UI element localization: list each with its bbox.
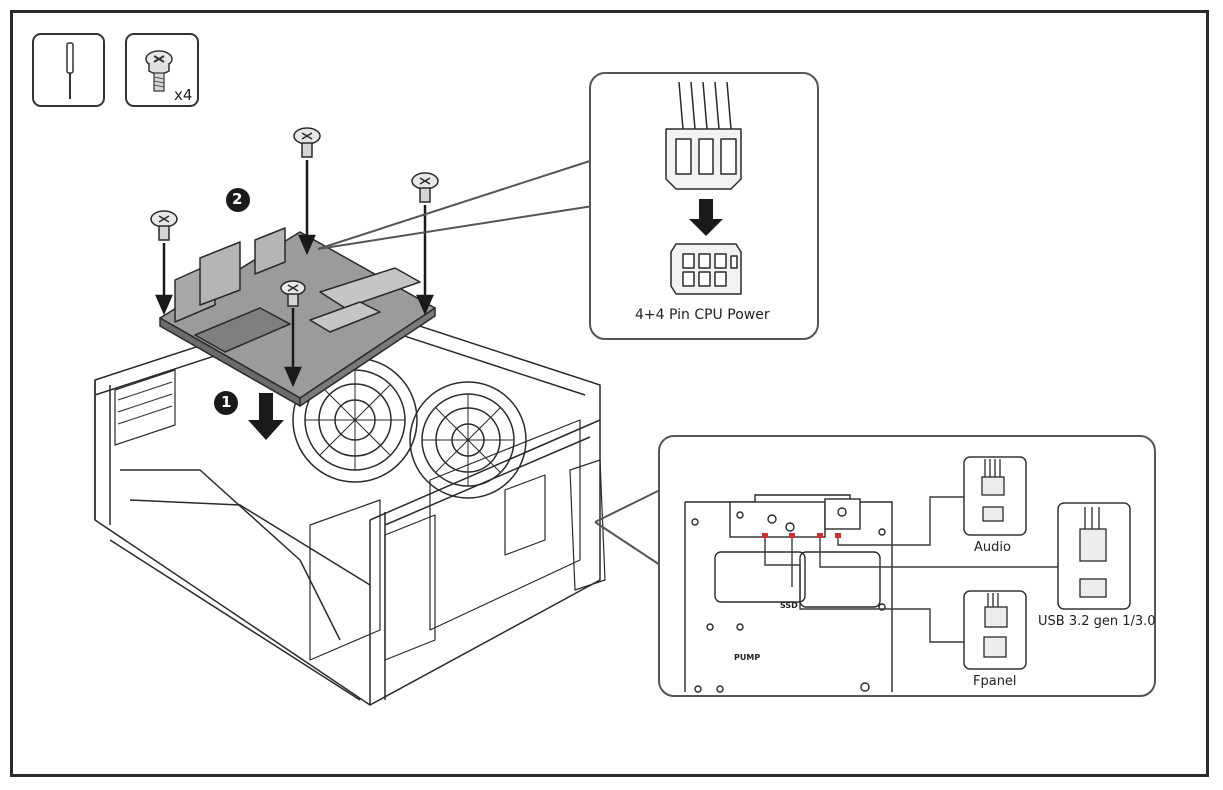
step-badge-2 (226, 188, 250, 212)
audio-label: Audio (974, 540, 1011, 555)
screwdriver-tool-box (32, 33, 105, 107)
motherboard (159, 227, 436, 407)
step-badge-1 (214, 391, 238, 415)
screw-tool-box: x4 (125, 33, 199, 107)
cpu-power-label: 4+4 Pin CPU Power (635, 307, 770, 323)
usb-connector-icon (1079, 507, 1107, 598)
front-panel-callout: SSD PUMP Audio USB 3.2 gen 1/3.0 Fpanel (658, 435, 1156, 697)
insert-arrow-icon (689, 199, 723, 236)
screws (150, 127, 439, 307)
screw-top-center (293, 127, 321, 158)
step-2-number: 2 (232, 190, 243, 208)
screwdriver-icon (66, 42, 74, 99)
screw-count-label: x4 (174, 86, 193, 104)
step-1-number: 1 (221, 393, 232, 411)
fpanel-label: Fpanel (973, 674, 1017, 689)
cpu-power-connector-diagram (665, 81, 742, 295)
fpanel-connector-icon (983, 593, 1008, 658)
screw-front (280, 280, 306, 307)
io-leader-lines (594, 489, 661, 566)
ssd-board-label: SSD (780, 601, 798, 610)
connection-markers (762, 533, 841, 538)
cpu-power-callout: 4+4 Pin CPU Power (589, 72, 819, 340)
install-arrow (248, 393, 284, 440)
fan-2 (409, 381, 527, 499)
screw-icon (145, 50, 173, 92)
screw-top-right (411, 172, 439, 203)
screw-left (150, 210, 178, 241)
diagram-frame (10, 10, 1209, 777)
front-panel-board-diagram (684, 456, 1131, 693)
screw-arrows (155, 160, 434, 388)
cpu-leader-lines (317, 159, 594, 250)
usb-label: USB 3.2 gen 1/3.0 (1038, 614, 1156, 629)
audio-connector-icon (981, 459, 1005, 522)
pump-board-label: PUMP (734, 653, 761, 662)
internal-cables (764, 496, 1058, 643)
